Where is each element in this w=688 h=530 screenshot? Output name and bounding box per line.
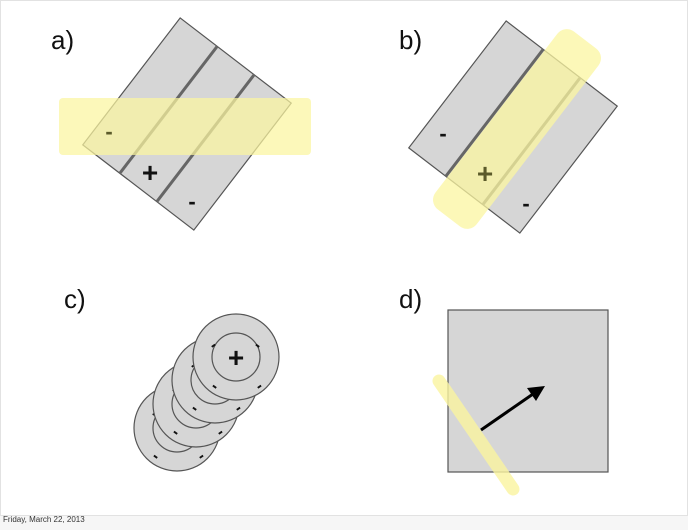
panel-a-highlight-band [59, 98, 311, 155]
panel-label-c: c) [64, 284, 86, 314]
plus-sign: + [142, 157, 158, 188]
minus-sign: - [439, 121, 446, 146]
arrow-icon [527, 386, 545, 401]
panel-d-highlight-band [432, 374, 520, 496]
diagram-canvas: - + - - + - - - - [59, 17, 619, 496]
footer-date: Friday, March 22, 2013 [3, 515, 85, 524]
minus-sign: - [105, 119, 112, 144]
slide: - + - - + - - - - [0, 0, 688, 516]
panel-d-diagram [432, 309, 609, 496]
minus-sign: - [188, 189, 195, 214]
panel-label-d: d) [399, 284, 423, 314]
arrow-shaft [480, 392, 534, 432]
panel-a-diagram: - + - [59, 17, 311, 231]
panel-c-diagram: - - - - - - - - - [133, 313, 280, 472]
panel-d-square [447, 309, 609, 473]
minus-sign: - [522, 191, 529, 216]
panel-label-b: b) [399, 25, 423, 55]
plus-sign: + [228, 342, 244, 373]
panel-c-disc-4: + - - - - [192, 313, 280, 401]
panel-b-highlight-band [433, 29, 601, 229]
plus-sign: + [477, 158, 493, 189]
panel-b-divider-1 [444, 48, 545, 178]
panel-label-a: a) [51, 25, 75, 55]
panel-b-diagram: - + - [407, 20, 619, 234]
